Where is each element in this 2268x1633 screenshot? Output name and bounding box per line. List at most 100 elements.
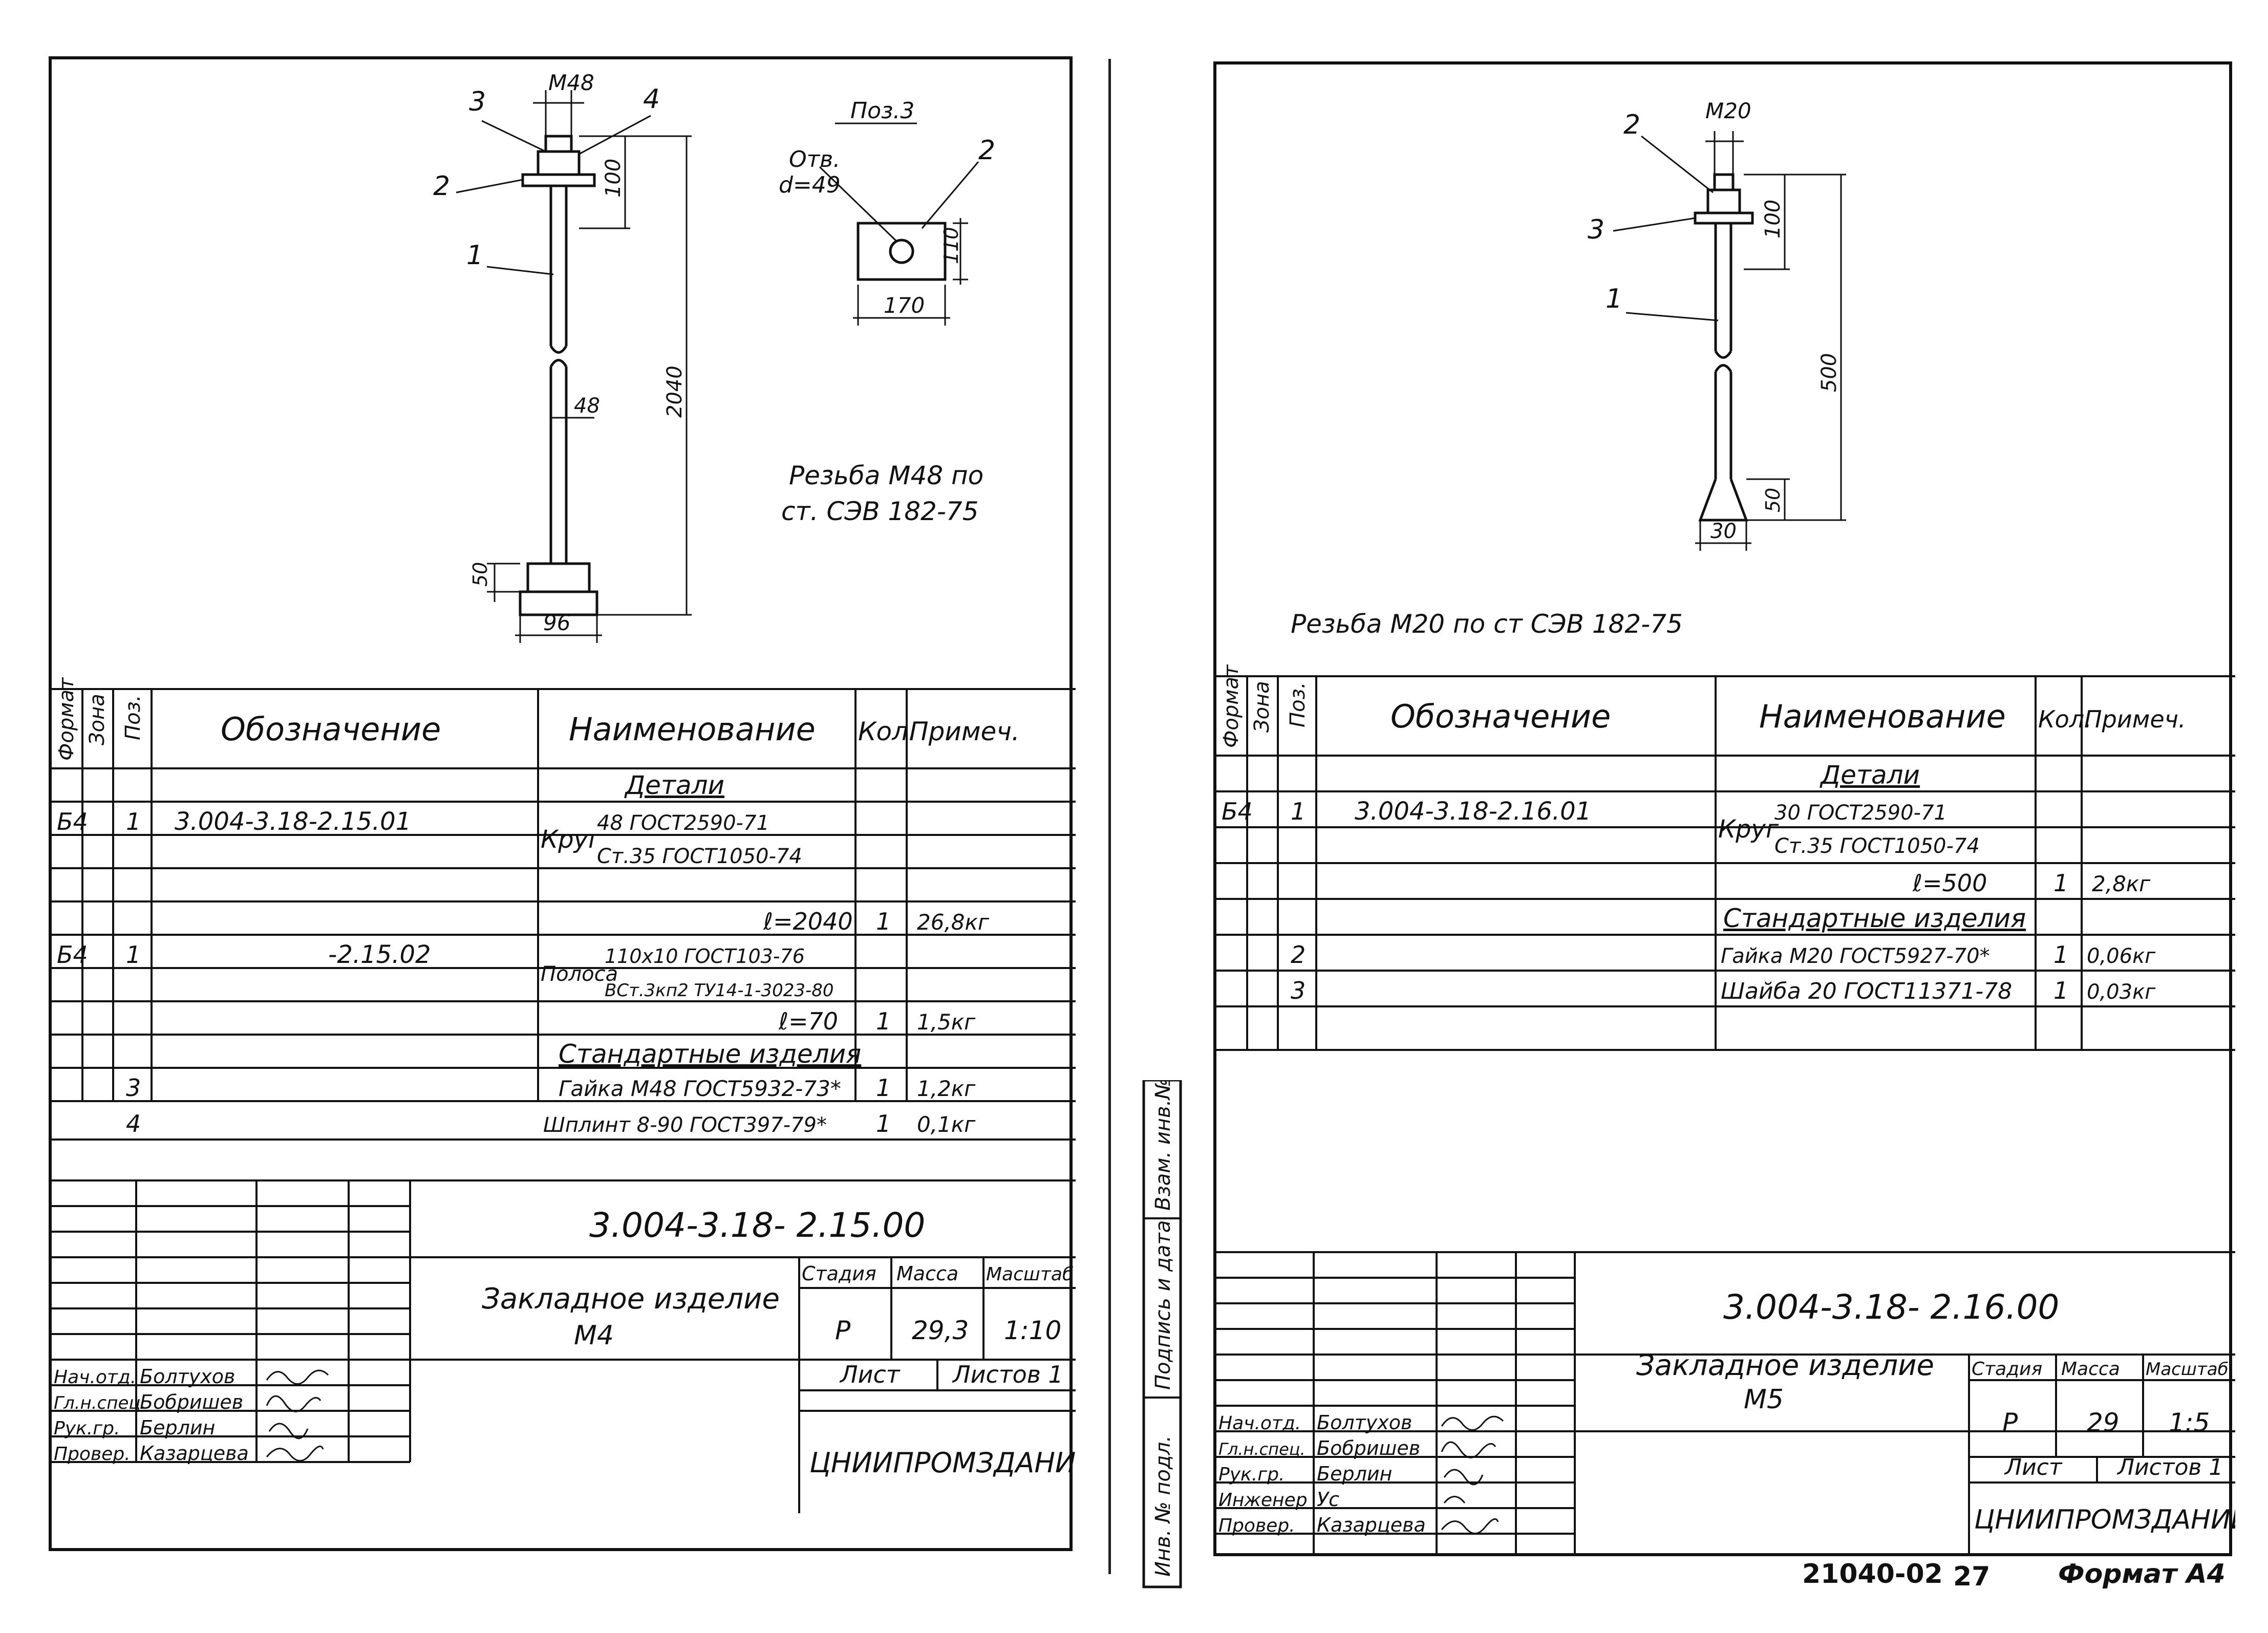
- r-stamp-name-1: Болтухов: [1317, 1411, 1412, 1434]
- spec-table-grid-left: [52, 688, 1076, 1141]
- row1-material-bottom: Ст.35 ГОСТ1050-74: [597, 845, 802, 868]
- stamp-title-line2: М4: [574, 1320, 614, 1351]
- r-stamp-scale-header: Масштаб: [2146, 1359, 2229, 1380]
- r-stamp-role-5: Провер.: [1218, 1515, 1295, 1536]
- r-callout-3: 3: [1588, 214, 1604, 245]
- side-approval-column: Взам. инв.№ Подпись и дата Инв. № подл.: [1142, 1080, 1182, 1588]
- stamp-name-1: Болтухов: [140, 1365, 235, 1388]
- callout-4: 4: [643, 84, 660, 115]
- r-stamp-scale: 1:5: [2169, 1408, 2210, 1437]
- r-row1-material-top: 30 ГОСТ2590-71: [1774, 801, 1947, 825]
- left-sheet: М48 100 2040 48 50 96 3 4 2 1 Поз.3 Отв.…: [49, 56, 1076, 1551]
- r-stamp-role-4: Инженер: [1218, 1490, 1308, 1511]
- stamp-role-2: Гл.н.спец.: [54, 1393, 146, 1413]
- stamp-organization: ЦНИИПРОМЗДАНИЙ: [809, 1447, 1076, 1479]
- bolt-drawing-m20: [1694, 173, 1754, 522]
- r-thread-note: Резьба М20 по ст СЭВ 182-75: [1291, 609, 1683, 639]
- r-row2-pos: 2: [1291, 941, 1306, 969]
- row1-format: Б4: [57, 808, 88, 835]
- thread-note-line2: ст. СЭВ 182-75: [781, 497, 979, 526]
- stamp-stage: Р: [835, 1316, 851, 1345]
- dim-top-100: 100: [602, 159, 625, 198]
- pos3-title: Поз.3: [850, 98, 914, 124]
- bolt-drawing-m48: [519, 135, 598, 616]
- r-stamp-stage: Р: [2002, 1408, 2018, 1437]
- row1-mass: 26,8кг: [917, 910, 990, 935]
- r-dim-cone-50: 50: [1762, 488, 1784, 512]
- footer-doc-number: 21040-02: [1802, 1559, 1943, 1589]
- r-row2-mass: 0,06кг: [2087, 944, 2156, 968]
- row1-length: ℓ=2040: [763, 908, 853, 935]
- r-stamp-name-2: Бобришев: [1317, 1437, 1420, 1459]
- r-row1-pos: 1: [1291, 798, 1306, 825]
- row1-designation: 3.004-3.18-2.15.01: [175, 807, 411, 836]
- row4-pos: 4: [126, 1110, 141, 1137]
- r-col-name: Наименование: [1759, 698, 2006, 735]
- row1-name: Круг: [541, 825, 602, 854]
- group-details: Детали: [624, 770, 724, 800]
- col-pos: Поз.: [121, 695, 145, 740]
- r-group-standard: Стандартные изделия: [1723, 904, 2026, 933]
- r-callout-2: 2: [1623, 110, 1640, 140]
- callout-1: 1: [466, 240, 483, 271]
- row3-qty: 1: [876, 1074, 891, 1102]
- r-col-format: Формат: [1219, 664, 1243, 748]
- thread-note-line1: Резьба М48 по: [789, 461, 983, 490]
- dim-diameter-48: 48: [574, 394, 600, 418]
- stamp-sheet: Лист: [839, 1361, 901, 1388]
- r-row3-pos: 3: [1291, 977, 1306, 1004]
- r-row1-name: Круг: [1718, 815, 1779, 844]
- row2-mass: 1,5кг: [917, 1009, 976, 1035]
- r-stamp-stage-header: Стадия: [1972, 1359, 2042, 1380]
- col-designation: Обозначение: [221, 711, 441, 748]
- r-row3-qty: 1: [2053, 977, 2068, 1004]
- stamp-name-3: Берлин: [140, 1416, 215, 1439]
- r-callout-1: 1: [1606, 284, 1622, 314]
- pos3-callout-2: 2: [978, 135, 995, 166]
- r-row2-qty: 1: [2053, 941, 2068, 969]
- group-standard: Стандартные изделия: [559, 1039, 861, 1069]
- row3-mass: 1,2кг: [917, 1076, 976, 1101]
- spec-table-grid-right: [1216, 675, 2235, 1051]
- left-sheet-drawing: М48 100 2040 48 50 96 3 4 2 1 Поз.3 Отв.…: [52, 70, 1076, 1513]
- row2-pos: 1: [126, 941, 141, 969]
- callout-3: 3: [469, 87, 486, 117]
- r-stamp-title-line2: М5: [1744, 1384, 1784, 1415]
- pos3-dim-170: 170: [884, 293, 925, 318]
- stamp-stage-header: Стадия: [802, 1262, 876, 1285]
- r-stamp-name-4: Ус: [1317, 1488, 1339, 1511]
- col-name: Наименование: [569, 711, 816, 748]
- r-stamp-sheets: Листов 1: [2116, 1454, 2223, 1480]
- row3-pos: 3: [126, 1074, 141, 1102]
- row4-qty: 1: [876, 1110, 891, 1137]
- row4-mass: 0,1кг: [917, 1112, 976, 1137]
- col-qty: Кол.: [858, 717, 916, 746]
- title-block-grid-left: [52, 1179, 1076, 1513]
- r-col-designation: Обозначение: [1390, 698, 1611, 735]
- stamp-role-3: Рук.гр.: [54, 1418, 120, 1439]
- r-stamp-role-1: Нач.отд.: [1218, 1413, 1301, 1434]
- stamp-role-1: Нач.отд.: [54, 1367, 136, 1388]
- right-sheet-drawing: М20 100 500 50 30 2 3 1 Резьба М20 по ст…: [1216, 98, 2235, 1556]
- r-row3-name: Шайба 20 ГОСТ11371-78: [1721, 978, 2012, 1004]
- signatures-left: [266, 1369, 329, 1462]
- row1-material-top: 48 ГОСТ2590-71: [597, 811, 769, 835]
- side-label-inventory: Инв. № подл.: [1151, 1435, 1175, 1577]
- footer-page-number: 27: [1953, 1561, 1991, 1592]
- r-stamp-name-5: Казарцева: [1317, 1514, 1426, 1536]
- r-row3-mass: 0,03кг: [2087, 980, 2156, 1004]
- row2-length: ℓ=70: [778, 1007, 838, 1035]
- side-label-replace: Взам. инв.№: [1151, 1080, 1175, 1211]
- r-group-details: Детали: [1820, 760, 1920, 790]
- footer-format: Формат А4: [2058, 1559, 2226, 1589]
- r-col-zone: Зона: [1250, 681, 1274, 733]
- col-zone: Зона: [85, 694, 109, 745]
- dim-foot-width-96: 96: [543, 610, 570, 635]
- stamp-scale-header: Масштаб: [986, 1264, 1074, 1285]
- r-stamp-title-line1: Закладное изделие: [1636, 1349, 1934, 1382]
- pos3-hole-label: Отв.: [789, 146, 840, 173]
- row2-designation: -2.15.02: [328, 940, 431, 969]
- side-label-signature: Подпись и дата: [1151, 1220, 1175, 1390]
- r-col-pos: Поз.: [1286, 682, 1310, 727]
- pos3-dim-110: 110: [940, 227, 962, 264]
